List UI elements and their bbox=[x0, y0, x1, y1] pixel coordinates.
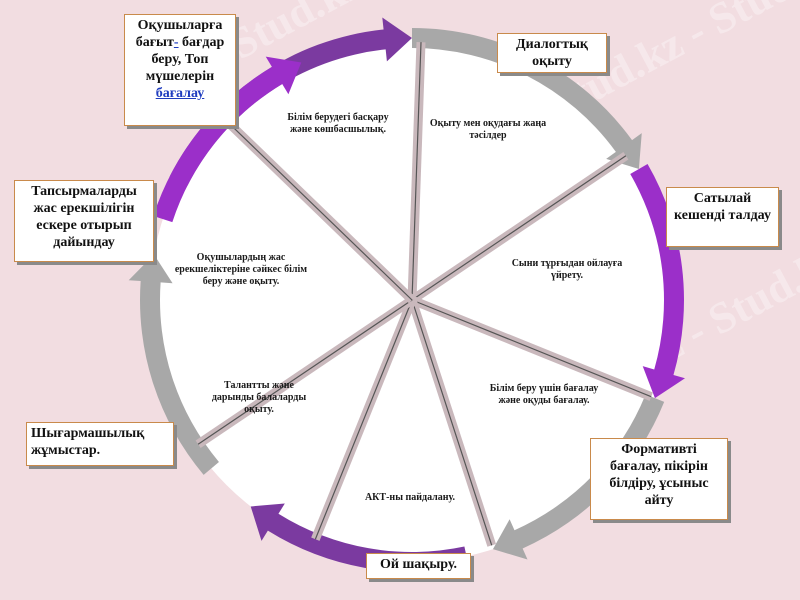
sector-divider bbox=[197, 299, 413, 445]
callout-idea-prompt: Ой шақыру. bbox=[366, 553, 471, 579]
sector-divider bbox=[411, 299, 652, 398]
callout-guidance-dash-link[interactable]: - bbox=[173, 35, 179, 50]
callout-guidance-assessment: Оқушыларға бағыт- бағдар беру, Топ мүшел… bbox=[124, 14, 236, 126]
sector-divider bbox=[411, 155, 627, 301]
sector-dividers bbox=[195, 42, 653, 547]
sector-divider bbox=[225, 120, 413, 301]
sector-label-ict: АКТ-ны пайдалану. bbox=[364, 492, 456, 503]
sector-label-leadership: Білім берудегі басқару және көшбасшылық. bbox=[287, 112, 389, 135]
callout-guidance-line4: мүшелерін bbox=[145, 69, 215, 84]
sector-label-age-features: Оқушылардың жас ерекшеліктеріне сәйкес б… bbox=[174, 252, 308, 287]
sector-label-new-approaches: Оқыту мен оқудағы жаңа тәсілдер bbox=[429, 118, 547, 141]
callout-complex-analysis: Сатылай кешенді талдау bbox=[666, 187, 779, 247]
callout-creative-works: Шығармашылық жұмыстар. bbox=[26, 422, 174, 466]
sector-divider bbox=[314, 299, 413, 540]
callout-guidance-assess-link[interactable]: бағалау bbox=[155, 86, 205, 101]
sector-divider bbox=[411, 299, 493, 546]
callout-dialogic-learning: Диалогтық оқыту bbox=[497, 33, 607, 73]
callout-guidance-line1: Оқушыларға bbox=[137, 18, 223, 33]
sector-label-critical-thinking: Сыни тұрғыдан ойлауға үйрету. bbox=[511, 258, 623, 281]
sector-label-assessment: Білім беру үшін бағалау және оқуды бағал… bbox=[489, 383, 599, 406]
sector-label-gifted-children: Талантты және дарынды балаларды оқыту. bbox=[211, 380, 307, 415]
arrow-left bbox=[128, 254, 219, 475]
callout-guidance-line3: беру, Топ bbox=[151, 52, 209, 67]
callout-task-preparation: Тапсырмаларды жас ерекшілігін ескере оты… bbox=[14, 180, 154, 262]
callout-guidance-line2b: бағдар bbox=[178, 35, 225, 50]
arrow-bottom-right bbox=[492, 394, 665, 560]
arrow-upper-left bbox=[153, 56, 302, 223]
sector-divider bbox=[411, 42, 422, 301]
callout-guidance-line2a: бағыт bbox=[135, 35, 174, 50]
callout-formative-assessment: Формативті бағалау, пікірін білдіру, ұсы… bbox=[590, 438, 728, 520]
